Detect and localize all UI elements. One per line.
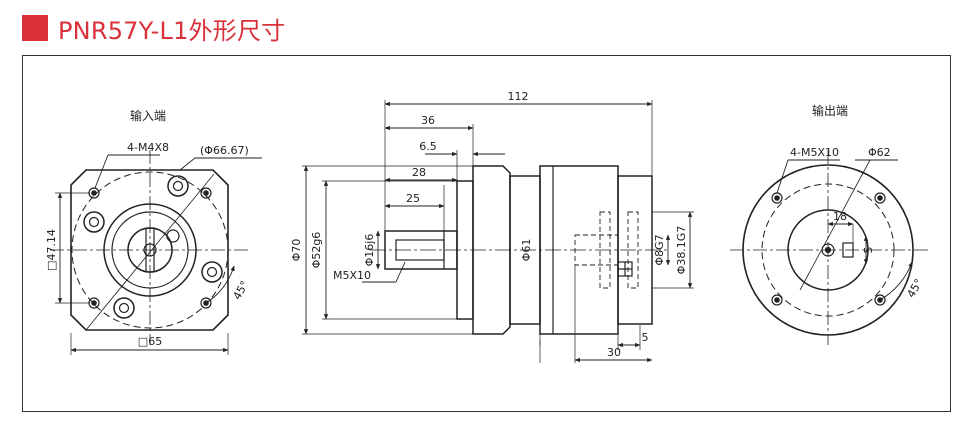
input-end-view: 输入端: [45, 108, 262, 355]
dim-phi52-label: Φ52g6: [310, 232, 323, 269]
input-angle-arc: [205, 265, 235, 304]
dim-25-label: 25: [406, 192, 420, 205]
dim-6-5-label: 6.5: [419, 140, 437, 153]
dim-phi38-label: Φ38.1G7: [675, 226, 688, 275]
input-height-label: □47.14: [45, 229, 58, 271]
input-angle-label: 45°: [230, 279, 251, 302]
output-angle-arc: [879, 261, 913, 301]
dim-30-label: 30: [607, 346, 621, 359]
output-holes-label: 4-M5X10: [790, 146, 839, 159]
input-holes-label: 4-M4X8: [127, 141, 169, 154]
page-title: PNR57Y-L1外形尺寸: [58, 16, 286, 45]
dim-112-label: 112: [508, 90, 529, 103]
dim-phi61-label: Φ61: [520, 239, 533, 262]
dim-phi8-label: Φ8G7: [653, 234, 666, 265]
input-diagonal: [85, 173, 215, 331]
input-view-title: 输入端: [130, 108, 166, 123]
input-pcd-label: (Φ66.67): [200, 144, 249, 157]
header-accent-square: [22, 15, 48, 41]
dim-phi16-label: Φ16j6: [363, 234, 376, 267]
dim-5-label: 5: [642, 331, 649, 344]
output-d18-label: 18: [833, 210, 847, 223]
dim-36-label: 36: [421, 114, 435, 127]
output-dia-label: Φ62: [868, 146, 891, 159]
dim-phi70-label: Φ70: [290, 239, 303, 262]
side-view: 112 36 6.5 28 25 Φ70 Φ52g6 Φ16j6 M5X10 Φ…: [290, 90, 694, 363]
section-header: PNR57Y-L1外形尺寸: [22, 12, 286, 45]
input-flange-outline: [70, 169, 229, 331]
input-width-label: □65: [138, 335, 162, 348]
input-clamp-hole: [166, 229, 180, 243]
input-socket-screws: [83, 175, 223, 319]
output-view-title: 输出端: [812, 103, 848, 118]
m5-label: M5X10: [333, 269, 371, 282]
dim-28-label: 28: [412, 166, 426, 179]
output-d5-label: 5: [862, 247, 875, 254]
drawing-frame: [22, 55, 951, 412]
output-end-view: 输出端 4-M5X10 Φ62 18 5 45°: [730, 103, 930, 345]
